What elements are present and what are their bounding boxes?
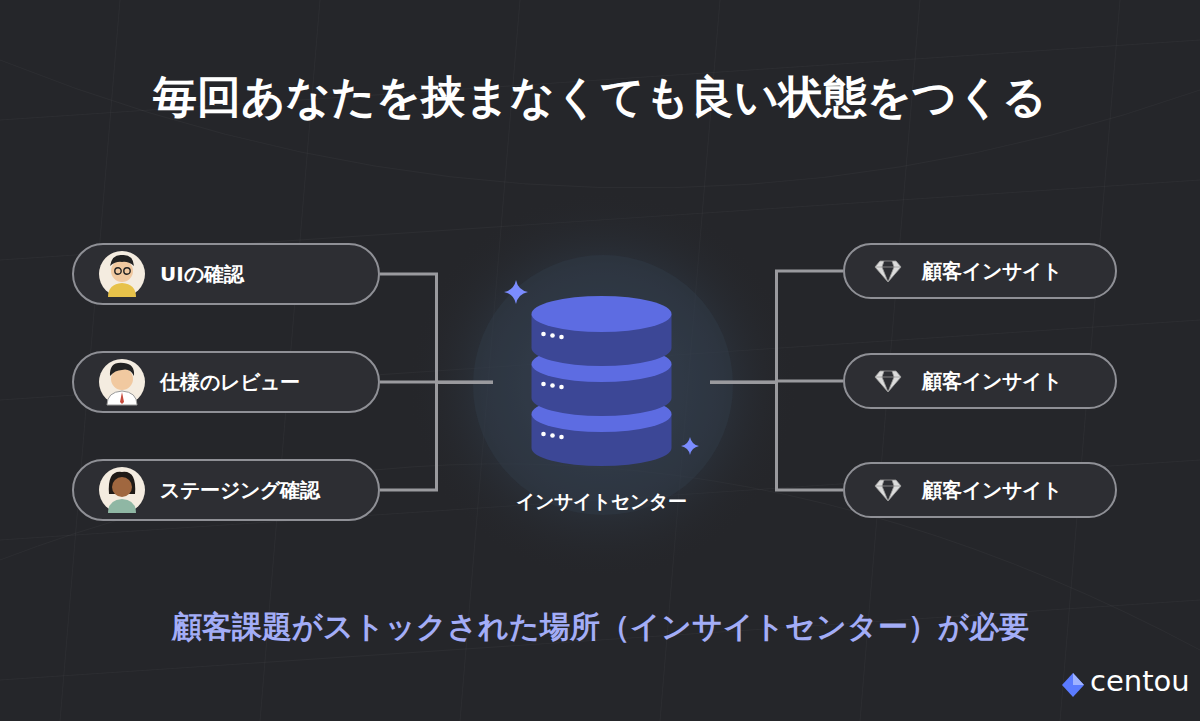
avatar [99, 251, 145, 297]
diagram-caption: 顧客課題がストックされた場所（インサイトセンター）が必要 [0, 607, 1200, 648]
node-label: UIの確認 [160, 261, 244, 288]
database-icon [493, 290, 710, 515]
insight-pill: 顧客インサイト [843, 353, 1117, 409]
gem-icon [875, 261, 901, 282]
logo-text: centou [1090, 664, 1190, 698]
sparkle [504, 280, 528, 304]
node-label: 顧客インサイト [922, 368, 1062, 395]
node-label: 顧客インサイト [922, 477, 1062, 504]
logo-mark [1062, 673, 1084, 697]
avatar [99, 359, 145, 405]
task-pill: UIの確認 [72, 243, 380, 305]
insight-pill: 顧客インサイト [843, 462, 1117, 518]
node-label: ステージング確認 [160, 477, 320, 504]
bracket-connector [710, 271, 843, 382]
glow [408, 190, 798, 580]
bracket-connector [380, 274, 493, 382]
sparkle [681, 437, 699, 455]
task-pill: ステージング確認 [72, 459, 380, 521]
gem-icon [875, 371, 901, 392]
database-node: インサイトセンター [493, 290, 710, 515]
logo-mark [1073, 673, 1084, 685]
insight-pill: 顧客インサイト [843, 243, 1117, 299]
glow-ring [473, 255, 733, 515]
node-label: 仕様のレビュー [160, 369, 300, 396]
node-label: インサイトセンター [493, 489, 710, 515]
node-label: 顧客インサイト [922, 258, 1062, 285]
avatar [99, 467, 145, 513]
task-pill: 仕様のレビュー [72, 351, 380, 413]
database-disk [532, 296, 672, 366]
bracket-connector [710, 382, 843, 490]
diagram-title: 毎回あなたを挟まなくても良い状態をつくる [0, 68, 1200, 127]
gem-icon [875, 480, 901, 501]
bracket-connector [380, 382, 493, 490]
